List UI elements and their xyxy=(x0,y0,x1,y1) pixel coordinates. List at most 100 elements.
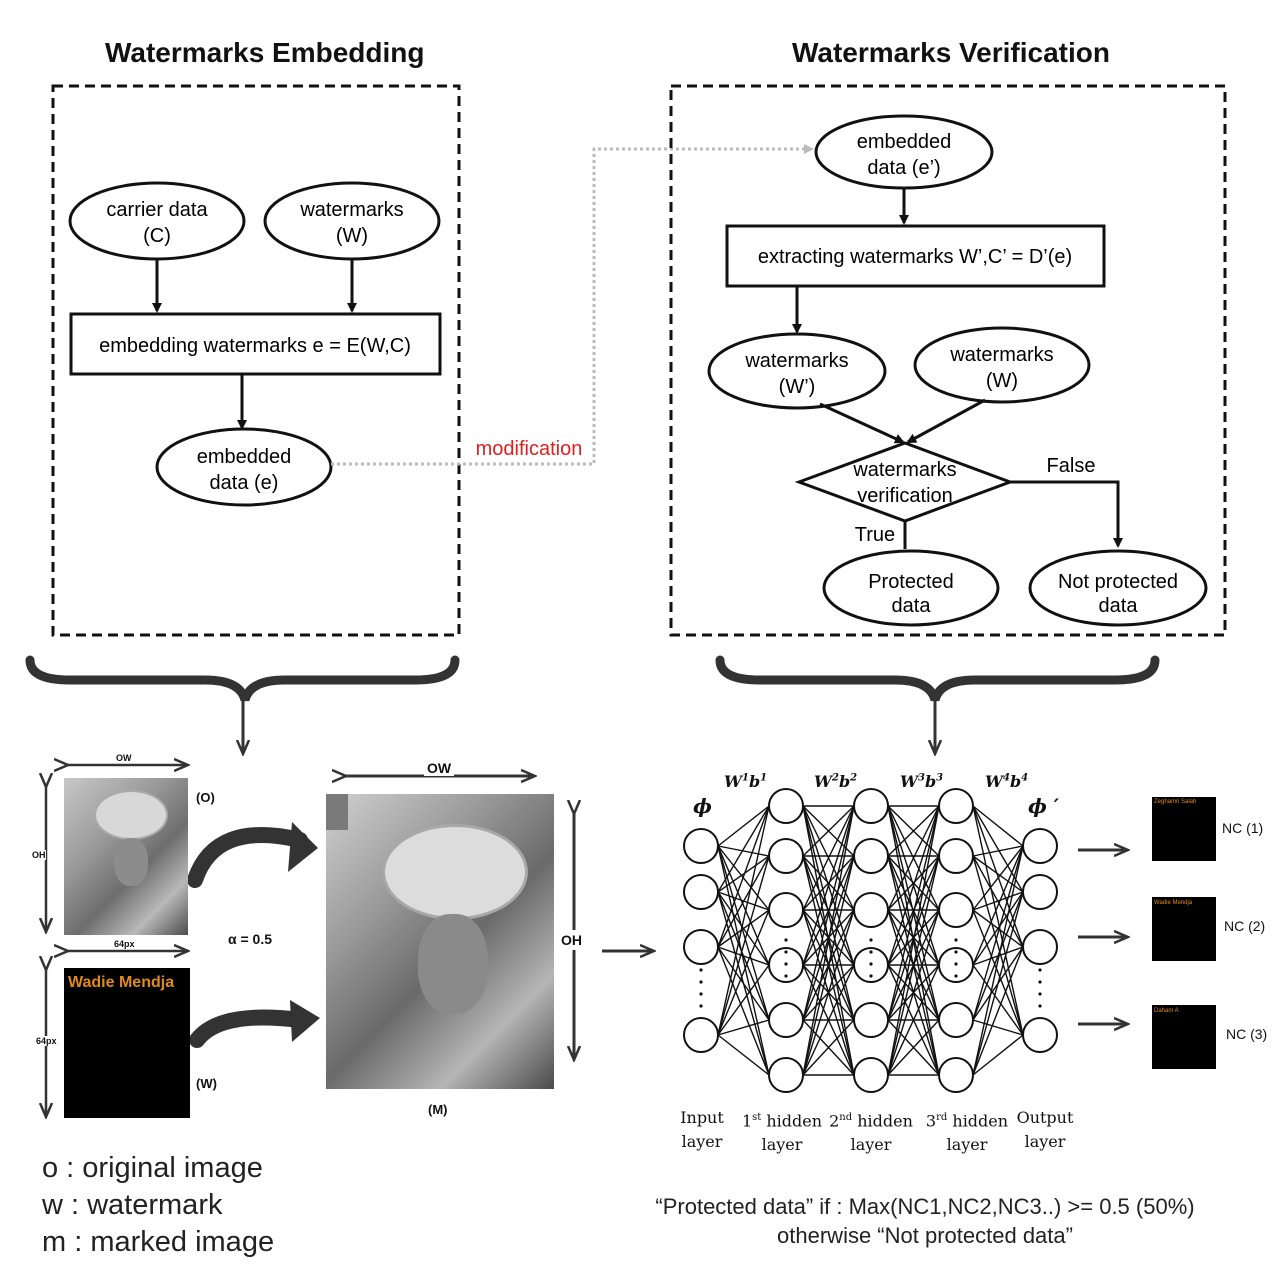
network-ellipsis-dot xyxy=(954,962,958,966)
legend-original: o : original image xyxy=(42,1152,263,1184)
true-label: True xyxy=(855,524,895,546)
network-connection xyxy=(972,845,1024,1076)
embedded-data-prime-symbol: data (e’) xyxy=(867,157,940,179)
network-neuron xyxy=(853,838,889,874)
network-connection xyxy=(887,855,940,1076)
decision-label: watermarks xyxy=(852,459,956,481)
network-neuron xyxy=(1022,929,1058,965)
network-connection xyxy=(972,805,1024,847)
oh-dimension-label: OH xyxy=(32,850,46,860)
false-label: False xyxy=(1047,455,1096,477)
network-connection xyxy=(887,909,940,1076)
weight-label-part: b xyxy=(748,772,761,791)
network-connection xyxy=(717,1034,770,1076)
output-watermark-2-text: Wadie Mendja xyxy=(1154,900,1193,906)
weight-label-part: 1 xyxy=(760,772,768,784)
embedded-data-symbol: data (e) xyxy=(210,472,279,494)
network-connection xyxy=(972,845,1024,857)
network-connection xyxy=(717,845,770,1021)
network-connection xyxy=(717,946,770,1021)
network-connection xyxy=(887,964,940,1076)
network-connection xyxy=(717,805,770,893)
weight-label-4: W4b4 xyxy=(985,772,1028,791)
network-connection xyxy=(717,855,770,948)
otherwise-condition: otherwise “Not protected data” xyxy=(777,1223,1073,1248)
network-connection xyxy=(802,964,855,1076)
watermark-image-label: (W) xyxy=(196,1076,217,1091)
nc-1-label: NC (1) xyxy=(1222,820,1264,836)
network-neuron xyxy=(768,1057,804,1093)
network-ellipsis-dot xyxy=(699,980,703,984)
watermarks-prime-label: watermarks xyxy=(744,350,848,372)
extracting-process-label: extracting watermarks W’,C’ = D’(e) xyxy=(758,246,1072,268)
watermarks-original-node xyxy=(913,326,1091,404)
network-connection xyxy=(972,891,1024,1021)
marked-oh-label: OH xyxy=(561,930,582,950)
network-ellipsis-dot xyxy=(1038,968,1042,972)
network-neuron xyxy=(768,788,804,824)
network-connection xyxy=(802,1019,855,1076)
not-protected-data-label-2: data xyxy=(1099,595,1139,617)
watermarks-label: watermarks xyxy=(299,199,403,221)
network-neuron xyxy=(938,838,974,874)
network-connection xyxy=(717,946,770,1076)
network-ellipsis-dot xyxy=(784,950,788,954)
network-neuron xyxy=(1022,874,1058,910)
watermarks-node xyxy=(263,181,441,261)
weight-label-part: W xyxy=(985,772,1003,791)
network-connection xyxy=(972,805,1024,893)
output-watermark-3: Daham A xyxy=(1152,1005,1216,1069)
network-ellipsis-dot xyxy=(784,974,788,978)
watermarks-prime-symbol: (W’) xyxy=(779,376,816,398)
decision-label-2: verification xyxy=(857,485,953,507)
network-neuron xyxy=(938,788,974,824)
network-connection xyxy=(717,909,770,948)
watermark-height-label: 64px xyxy=(36,1036,57,1046)
weight-label-part: W xyxy=(724,772,742,791)
verification-title: Watermarks Verification xyxy=(792,37,1110,68)
network-neuron xyxy=(683,828,719,864)
legend-marked: m : marked image xyxy=(42,1226,275,1258)
network-connection xyxy=(802,805,855,1076)
carrier-data-label: carrier data xyxy=(106,199,208,221)
modification-label: modification xyxy=(476,438,583,460)
network-neuron xyxy=(938,1002,974,1038)
network-connection xyxy=(887,805,940,966)
nc-2-label: NC (2) xyxy=(1224,918,1266,934)
not-protected-data-node xyxy=(1028,549,1208,627)
watermark-image-text: Wadie Mendja xyxy=(68,974,175,991)
marked-image-label: (M) xyxy=(428,1102,448,1117)
carrier-data-node xyxy=(68,181,246,261)
network-connection xyxy=(802,855,855,911)
network-ellipsis-dot xyxy=(699,968,703,972)
network-ellipsis-dot xyxy=(869,950,873,954)
not-protected-data-label: Not protected xyxy=(1058,571,1178,593)
original-image xyxy=(64,778,188,935)
weight-label-part: W xyxy=(814,772,832,791)
network-neuron xyxy=(853,1057,889,1093)
network-connection xyxy=(972,1034,1024,1076)
protected-data-node xyxy=(822,549,1000,627)
output-watermark-1: Zeghamri Salah xyxy=(1152,797,1216,861)
network-neuron xyxy=(938,892,974,928)
network-connection xyxy=(972,891,1024,1076)
network-ellipsis-dot xyxy=(1038,992,1042,996)
embedded-data-prime-label: embedded xyxy=(857,131,952,153)
weight-label-part: W xyxy=(900,772,918,791)
network-connection xyxy=(802,805,855,1021)
original-image-label: (O) xyxy=(196,790,215,805)
phi-output-label: ϕ ′ xyxy=(1028,794,1060,818)
network-connection xyxy=(887,805,940,911)
network-connection xyxy=(717,855,770,893)
legend-watermark: w : watermark xyxy=(42,1189,223,1221)
weight-label-3: W3b3 xyxy=(900,772,943,791)
network-connection xyxy=(972,805,1024,948)
protected-data-label: Protected xyxy=(868,571,954,593)
neural-network xyxy=(683,788,1058,1093)
embedding-brace xyxy=(25,655,460,702)
network-neuron xyxy=(1022,828,1058,864)
